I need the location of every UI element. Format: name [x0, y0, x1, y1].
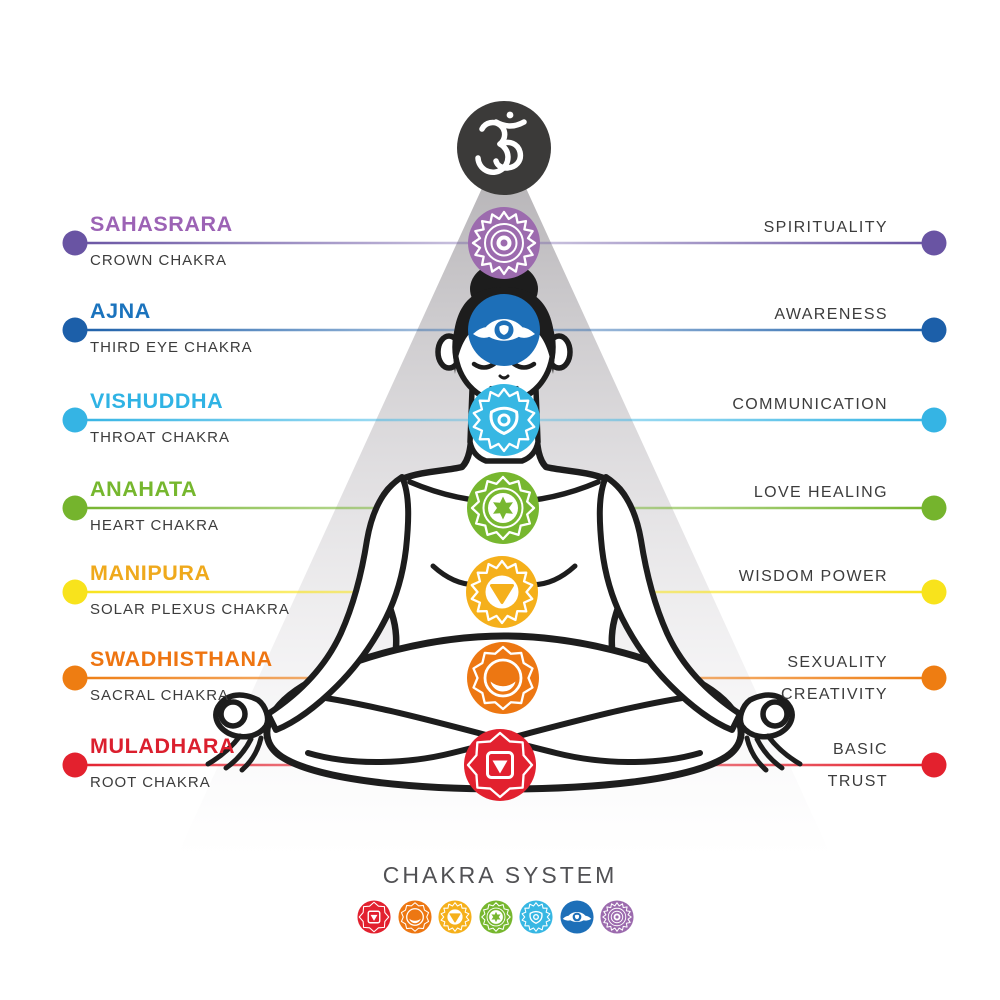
dot-left	[62, 317, 88, 343]
chakra-subtitle-label: CROWN CHAKRA	[90, 252, 228, 269]
chakra-meaning-label: TRUST	[827, 773, 888, 790]
dot-right	[921, 230, 947, 256]
nose	[498, 374, 510, 380]
dot-left	[62, 579, 88, 605]
chakra-name-label: MULADHARA	[90, 734, 236, 758]
chakra-system-title: CHAKRA SYSTEM	[382, 862, 618, 888]
chakra-subtitle-label: SOLAR PLEXUS CHAKRA	[90, 601, 290, 618]
chakra-icon-crown	[599, 899, 635, 935]
chakra-subtitle-label: ROOT CHAKRA	[90, 774, 211, 791]
chakra-name-label: MANIPURA	[90, 561, 211, 585]
heart-chakra-circle	[465, 470, 541, 546]
closed-eyes	[471, 361, 537, 370]
dot-right	[921, 752, 947, 778]
chakra-meaning-label: BASIC	[832, 741, 888, 758]
dot-right	[921, 317, 947, 343]
chakra-name-label: AJNA	[90, 299, 151, 323]
dot-left	[62, 495, 88, 521]
chakra-icon-root	[356, 899, 392, 935]
chakra-subtitle-label: HEART CHAKRA	[90, 517, 219, 534]
chakra-name-label: VISHUDDHA	[90, 389, 224, 413]
chakra-meaning-label: WISDOM POWER	[738, 568, 888, 585]
dot-left	[62, 665, 88, 691]
chakra-icon-sacral	[397, 899, 433, 935]
dot-right	[921, 579, 947, 605]
throat-chakra-circle	[466, 382, 542, 458]
chakra-name-label: ANAHATA	[90, 477, 198, 501]
chakra-meaning-label: LOVE HEALING	[753, 484, 888, 501]
chakra-meaning-label: SEXUALITY	[787, 654, 888, 671]
chakra-icon-throat	[518, 899, 554, 935]
dot-left	[62, 752, 88, 778]
dot-left	[62, 230, 88, 256]
sacral-chakra-circle	[465, 640, 541, 716]
chakra-subtitle-label: THROAT CHAKRA	[90, 429, 230, 446]
chakra-meaning-label: CREATIVITY	[780, 686, 888, 703]
chakra-icon-heart	[478, 899, 514, 935]
chakra-name-label: SWADHISTHANA	[90, 647, 273, 671]
chakra-icon-third-eye	[560, 900, 594, 934]
chakra-meaning-label: AWARENESS	[774, 306, 888, 323]
dot-left	[62, 407, 88, 433]
chakra-subtitle-label: THIRD EYE CHAKRA	[90, 339, 253, 356]
om-icon	[457, 101, 551, 195]
dot-right	[921, 495, 947, 521]
chakra-meaning-label: SPIRITUALITY	[763, 219, 888, 236]
chakra-name-label: SAHASRARA	[90, 212, 233, 236]
root-chakra-circle	[462, 727, 538, 803]
dot-right	[921, 665, 947, 691]
chakra-icons-row	[356, 899, 635, 935]
dot-right	[921, 407, 947, 433]
crown-chakra-circle	[466, 205, 542, 281]
chakra-meaning-label: COMMUNICATION	[732, 396, 888, 413]
chakra-subtitle-label: SACRAL CHAKRA	[90, 687, 230, 704]
line-end-dots	[62, 230, 947, 778]
third-eye-chakra-circle	[468, 294, 540, 366]
solar-plexus-chakra-circle	[464, 554, 540, 630]
chakra-icon-solar-plexus	[437, 899, 473, 935]
